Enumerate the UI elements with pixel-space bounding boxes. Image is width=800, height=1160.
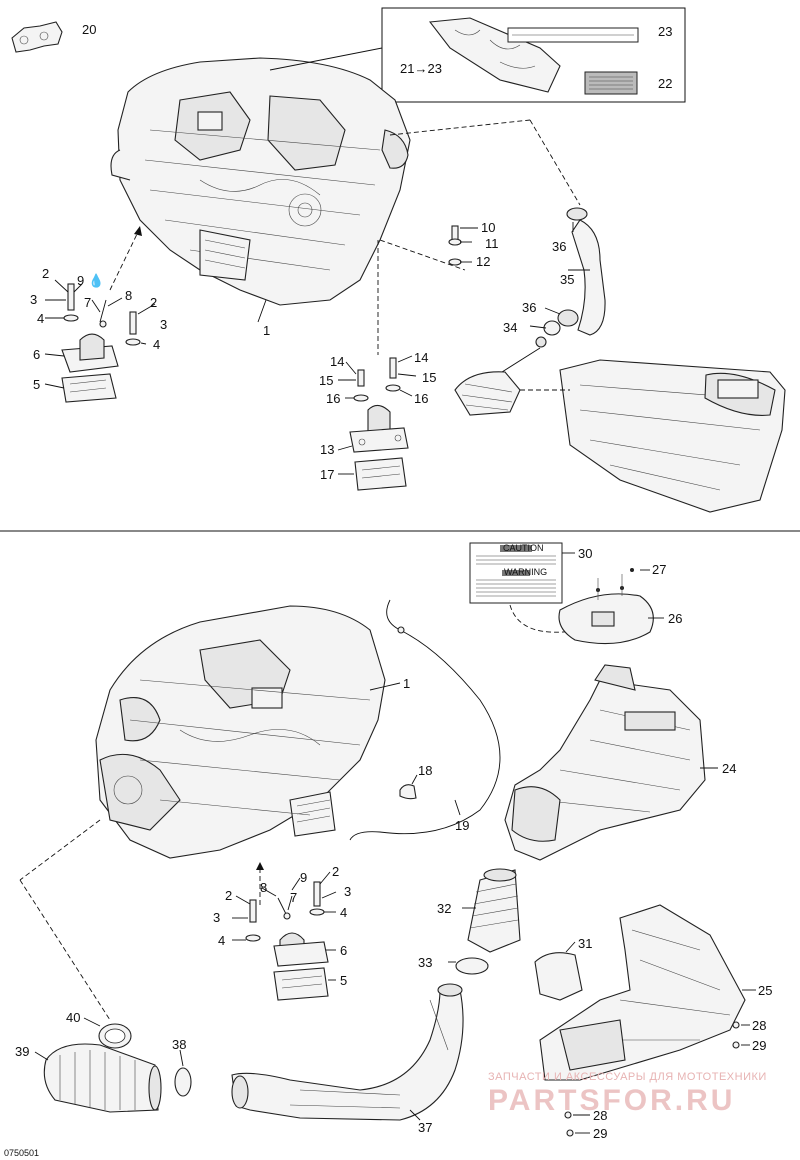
part-18-clip (399, 784, 417, 800)
watermark-line1: ЗАПЧАСТИ И АКСЕССУАРЫ ДЛЯ МОТОТЕХНИКИ (488, 1071, 767, 1083)
callout-11: 11 (485, 236, 499, 251)
callout-28-lower: 28 (593, 1108, 607, 1123)
callout-37: 37 (418, 1120, 432, 1135)
callout-20: 20 (82, 22, 96, 37)
bolt-10-12 (448, 225, 462, 266)
watermark-line2: PARTSFOR.RU (488, 1084, 735, 1117)
callout-35: 35 (560, 272, 574, 287)
callout-21-23: 21→23 (400, 61, 442, 76)
callout-27: 27 (652, 562, 666, 577)
callout-38: 38 (172, 1037, 186, 1052)
part-20-clip (11, 21, 63, 53)
callout-16-left: 16 (326, 391, 340, 406)
callout-9-bottom: 9 (300, 870, 307, 885)
oil-drop-icon: 💧 (88, 273, 104, 288)
callout-10: 10 (481, 220, 495, 235)
callout-8-top: 8 (125, 288, 132, 303)
drawing-number: 0750501 (4, 1148, 39, 1158)
hose-35 (535, 207, 606, 348)
engine-bottom (95, 605, 386, 859)
callout-4-bottom-left: 4 (218, 933, 225, 948)
callout-2-bottom-right: 2 (332, 864, 339, 879)
callout-2-top-right: 2 (150, 295, 157, 310)
callout-16-right: 16 (414, 391, 428, 406)
mount-center-top (349, 357, 409, 491)
callout-39: 39 (15, 1044, 29, 1059)
decal-inset-box (381, 7, 686, 103)
callout-30: 30 (578, 546, 592, 561)
callout-15-left: 15 (319, 373, 333, 388)
callout-40: 40 (66, 1010, 80, 1025)
callout-12: 12 (476, 254, 490, 269)
callout-2-top-left: 2 (42, 266, 49, 281)
callout-25: 25 (758, 983, 772, 998)
callout-8-bottom: 8 (260, 880, 267, 895)
part-40-clamp (98, 1023, 132, 1049)
callout-13: 13 (320, 442, 334, 457)
callout-29-upper: 29 (752, 1038, 766, 1053)
part-31-cover (534, 952, 583, 1001)
callout-36-lower: 36 (522, 300, 536, 315)
callout-4-bottom-right: 4 (340, 905, 347, 920)
callout-23: 23 (658, 24, 672, 39)
callout-31: 31 (578, 936, 592, 951)
callout-5-bottom: 5 (340, 973, 347, 988)
callout-28-upper: 28 (752, 1018, 766, 1033)
callout-5-top: 5 (33, 377, 40, 392)
decal-caution-text: CAUTION (503, 543, 544, 553)
callout-3-top-right: 3 (160, 317, 167, 332)
part-25-tray (539, 904, 746, 1081)
callout-1-bottom: 1 (403, 676, 410, 691)
airbox-top (454, 359, 786, 513)
callout-26: 26 (668, 611, 682, 626)
part-30-decal (469, 542, 563, 604)
callout-6-top: 6 (33, 347, 40, 362)
callout-24: 24 (722, 761, 736, 776)
callout-14-right: 14 (414, 350, 428, 365)
callout-3-bottom-left: 3 (213, 910, 220, 925)
callout-4-top-left: 4 (37, 311, 44, 326)
callout-18: 18 (418, 763, 432, 778)
callout-1-top: 1 (263, 323, 270, 338)
decal-warning-text: WARNING (504, 567, 547, 577)
callout-32: 32 (437, 901, 451, 916)
callout-33: 33 (418, 955, 432, 970)
callout-34: 34 (503, 320, 517, 335)
callout-3-top-left: 3 (30, 292, 37, 307)
engine-top (110, 57, 411, 306)
part-38-clamp (174, 1067, 192, 1097)
callout-2-bottom-left: 2 (225, 888, 232, 903)
callout-3-bottom-right: 3 (344, 884, 351, 899)
callout-22: 22 (658, 76, 672, 91)
callout-29-lower: 29 (593, 1126, 607, 1141)
callout-15-right: 15 (422, 370, 436, 385)
callout-4-top-right: 4 (153, 337, 160, 352)
part-32-bellows (455, 868, 521, 975)
callout-14-left: 14 (330, 354, 344, 369)
mount-bottom (245, 862, 329, 1001)
callout-7-top: 7 (84, 295, 91, 310)
callout-36-upper: 36 (552, 239, 566, 254)
callout-19: 19 (455, 818, 469, 833)
callout-17: 17 (320, 467, 334, 482)
mount-left-top (61, 283, 141, 403)
part-26-cover (558, 568, 654, 645)
part-37-duct (231, 983, 464, 1121)
callout-6-bottom: 6 (340, 943, 347, 958)
callout-7-bottom: 7 (290, 890, 297, 905)
callout-9-top: 9 (77, 273, 84, 288)
part-24-airbox (504, 664, 706, 861)
part-39-bellows (43, 1043, 162, 1113)
